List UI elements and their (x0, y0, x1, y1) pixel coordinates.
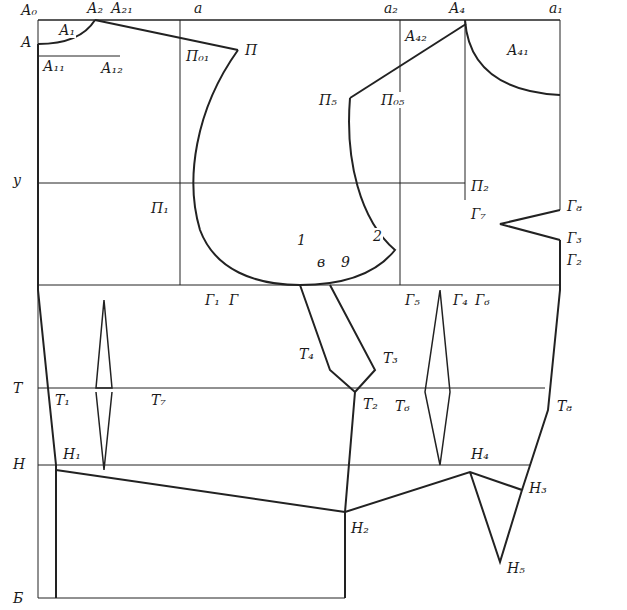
point-label: Т₁ (54, 392, 71, 408)
point-label: Г₅ (404, 292, 421, 308)
point-label: П₀₁ (185, 48, 210, 64)
point-label: а (193, 0, 203, 16)
point-label: А₄ (448, 0, 466, 16)
point-label: Т₈ (556, 398, 573, 414)
point-label: П₁ (150, 200, 170, 216)
point-label: Т₃ (382, 350, 399, 366)
point-label: Г₃ (566, 230, 583, 246)
point-label: А (20, 34, 33, 50)
point-label: у (12, 172, 22, 188)
point-label: П (244, 42, 258, 58)
point-label: Г (228, 292, 239, 308)
point-label: Н₂ (350, 520, 370, 536)
point-label: А₄₁ (506, 42, 530, 58)
point-label: Т (12, 380, 23, 396)
point-label: А₀ (20, 2, 38, 18)
point-label: 2 (372, 228, 383, 244)
point-label: П₀₅ (380, 92, 405, 108)
point-label: Н₁ (62, 446, 82, 462)
point-label: а₁ (548, 0, 564, 16)
point-label: П₂ (470, 178, 490, 194)
point-label: А₂ (86, 0, 104, 16)
point-label: Г₄ (452, 292, 469, 308)
point-label: Г₇ (470, 206, 487, 222)
point-label: А₁₂ (100, 60, 124, 76)
point-label: Т₂ (362, 396, 379, 412)
point-label: Н₄ (470, 446, 490, 462)
point-label: Г₁ (204, 292, 221, 308)
point-label: А₄₂ (404, 28, 428, 44)
point-label: А₂₁ (110, 0, 134, 16)
point-label: Г₂ (566, 252, 583, 268)
point-label: П₅ (318, 92, 338, 108)
point-label: в (316, 254, 326, 270)
point-label: А₁₁ (42, 58, 66, 74)
point-label: Б (12, 590, 24, 606)
point-label: 1 (296, 232, 307, 248)
point-label: Г₆ (474, 292, 491, 308)
point-label: Н₅ (506, 560, 526, 576)
point-label: Н (12, 456, 26, 472)
point-label: Т₆ (394, 398, 411, 414)
point-label: Т₄ (298, 346, 315, 362)
point-label: Г₈ (566, 198, 583, 214)
point-label: А₁ (58, 22, 76, 38)
point-label: Н₃ (528, 480, 548, 496)
point-label: 9 (340, 254, 351, 270)
point-label: а₂ (383, 0, 399, 16)
point-label: Т₇ (150, 392, 167, 408)
